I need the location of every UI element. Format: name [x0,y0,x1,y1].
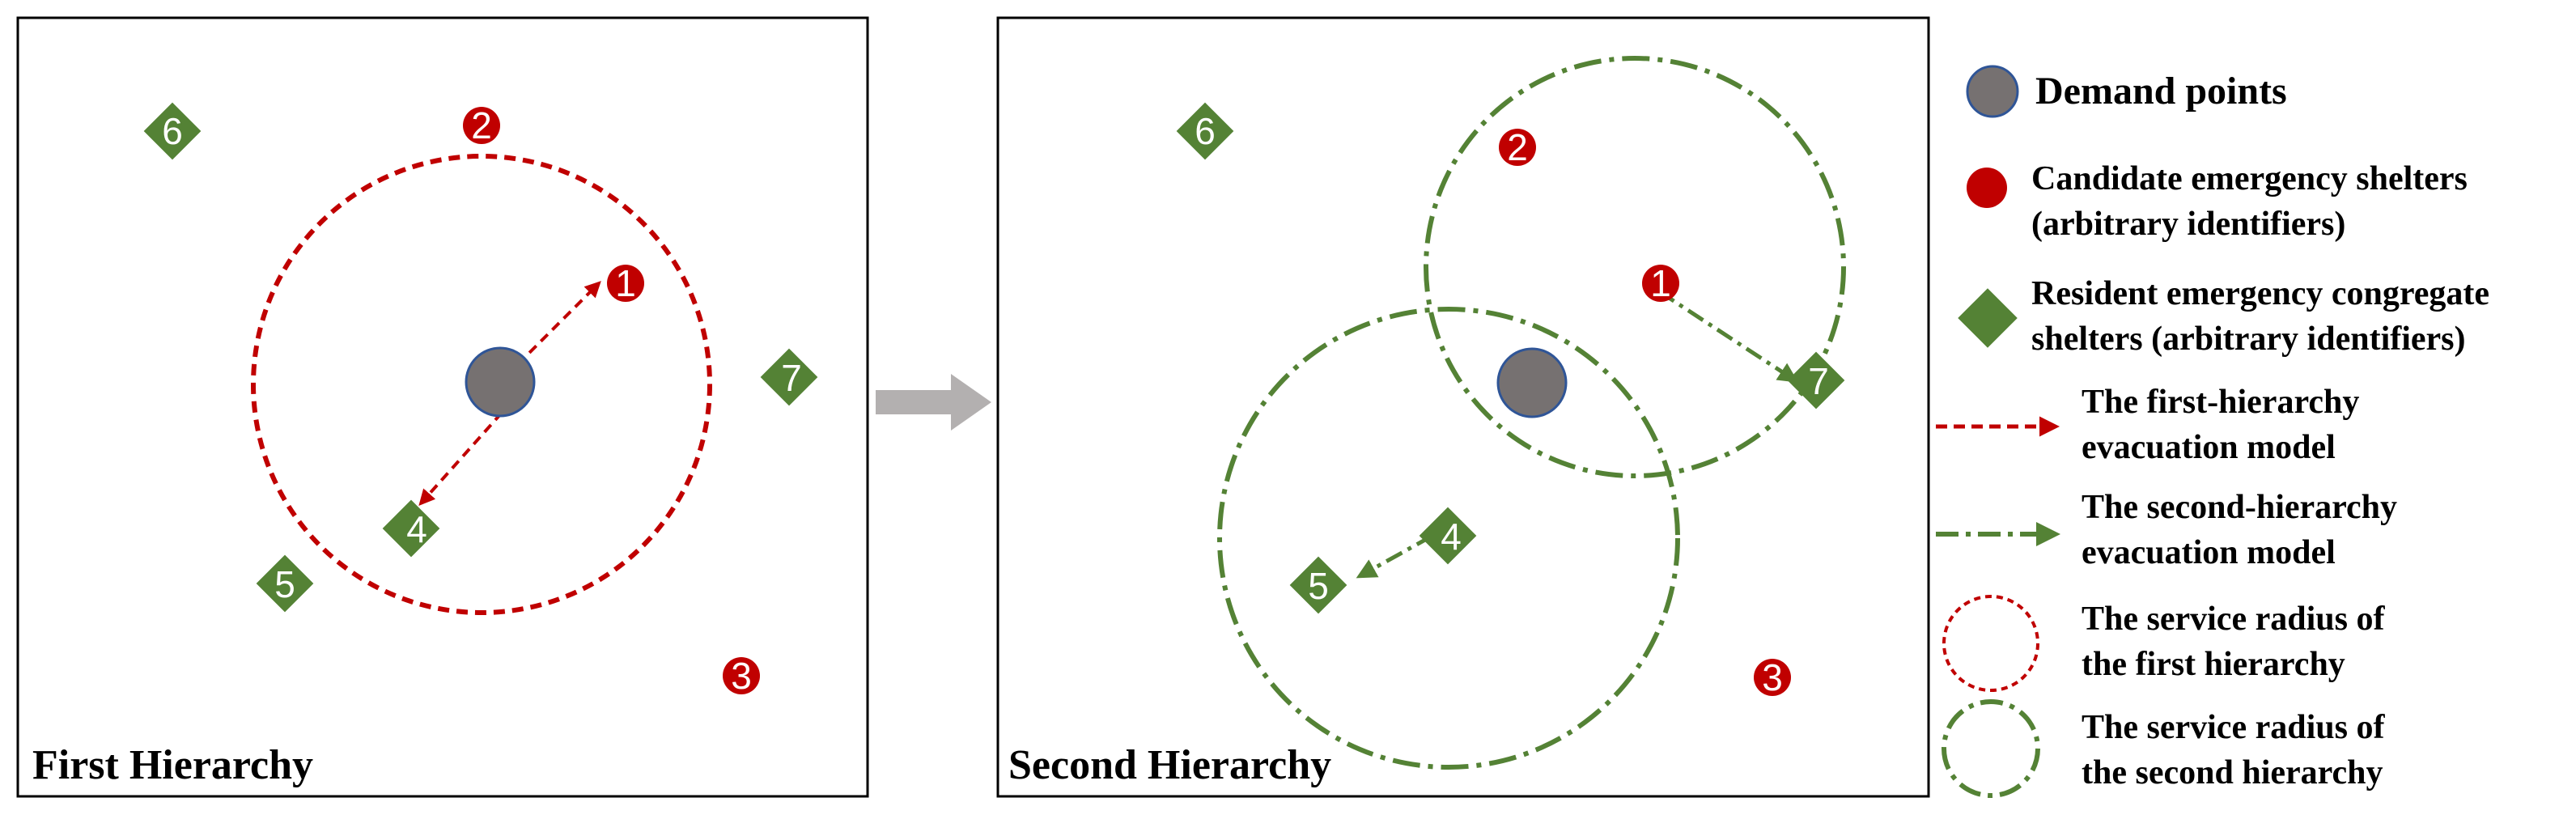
congregate-label: 4 [1441,516,1462,558]
shelter-label: 1 [1650,262,1671,304]
second-evac-arrow-4-to-5 [1356,533,1434,579]
legend: Demand points Candidate emergency shelte… [1936,65,2489,798]
second-evac-arrow-1-to-7 [1657,289,1799,383]
first-evac-arrow-to-4 [418,411,503,506]
legend-resident-line1: Resident emergency congregate [2031,275,2489,312]
legend-second-radius: The service radius of the second hierarc… [1942,699,2385,798]
shelter-label: 1 [615,262,636,304]
legend-first-model: The first-hierarchy evacuation model [1936,384,2359,466]
legend-resident-shelters: Resident emergency congregate shelters (… [1958,275,2489,358]
shelter-marker-3: 3 [1754,656,1791,698]
legend-first-model-line1: The first-hierarchy [2082,384,2359,421]
shelter-label: 2 [1507,126,1528,168]
legend-first-radius: The service radius of the first hierarch… [1942,595,2385,692]
legend-second-radius-swatch [1942,699,2040,798]
congregate-label: 6 [1195,110,1216,152]
congregate-label: 5 [274,563,295,605]
legend-second-model: The second-hierarchy evacuation model [1936,489,2397,571]
legend-candidate-swatch [1967,168,2007,208]
second-service-radius-circle-a [1424,56,1846,478]
congregate-marker-6: 6 [143,102,202,160]
congregate-label: 5 [1308,565,1329,607]
congregate-label: 7 [781,357,802,399]
legend-demand-swatch [1966,65,2019,118]
shelter-marker-1: 1 [607,262,644,304]
second-hierarchy-panel: 1 2 3 4 5 6 7 Second Hierarchy [996,16,1930,798]
congregate-marker-5: 5 [1289,556,1347,614]
first-service-radius-circle [251,154,712,615]
legend-resident-swatch [1958,288,2018,348]
congregate-label: 7 [1808,360,1829,402]
shelter-label: 3 [1762,656,1783,698]
legend-second-model-line1: The second-hierarchy [2082,489,2397,526]
legend-second-radius-line2: the second hierarchy [2082,754,2383,791]
legend-candidate-shelters: Candidate emergency shelters (arbitrary … [1967,160,2468,243]
shelter-marker-2: 2 [463,104,500,146]
shelter-label: 3 [731,655,752,697]
congregate-label: 6 [162,110,183,152]
legend-demand-points: Demand points [1966,65,2287,118]
congregate-marker-4: 4 [382,499,440,558]
shelter-marker-2: 2 [1499,126,1536,168]
legend-candidate-line2: (arbitrary identifiers) [2031,206,2345,243]
first-evac-arrow-to-1 [516,281,601,366]
congregate-marker-7: 7 [760,348,818,406]
congregate-marker-5: 5 [256,554,314,613]
legend-first-radius-swatch [1942,595,2039,692]
legend-first-radius-line2: the first hierarchy [2082,646,2345,683]
shelter-marker-1: 1 [1642,262,1679,304]
second-service-radius-circle-b [1217,307,1680,770]
first-panel-title: First Hierarchy [32,742,313,788]
legend-first-radius-line1: The service radius of [2082,600,2385,638]
demand-point-marker [465,346,536,418]
legend-second-radius-line1: The service radius of [2082,709,2385,746]
congregate-marker-6: 6 [1176,102,1234,160]
legend-resident-line2: shelters (arbitrary identifiers) [2031,320,2466,358]
demand-point-marker [1496,347,1568,418]
first-hierarchy-panel: 1 2 3 4 5 6 7 First Hierarchy [16,16,869,798]
congregate-label: 4 [406,508,427,550]
legend-candidate-line1: Candidate emergency shelters [2031,160,2468,197]
shelter-label: 2 [471,104,492,146]
legend-demand-label: Demand points [2035,70,2287,112]
legend-first-model-line2: evacuation model [2082,429,2336,466]
second-panel-title: Second Hierarchy [1008,742,1331,788]
shelter-marker-3: 3 [723,655,760,697]
transition-arrow [876,374,991,431]
congregate-marker-4: 4 [1419,507,1477,565]
legend-second-model-line2: evacuation model [2082,534,2336,571]
